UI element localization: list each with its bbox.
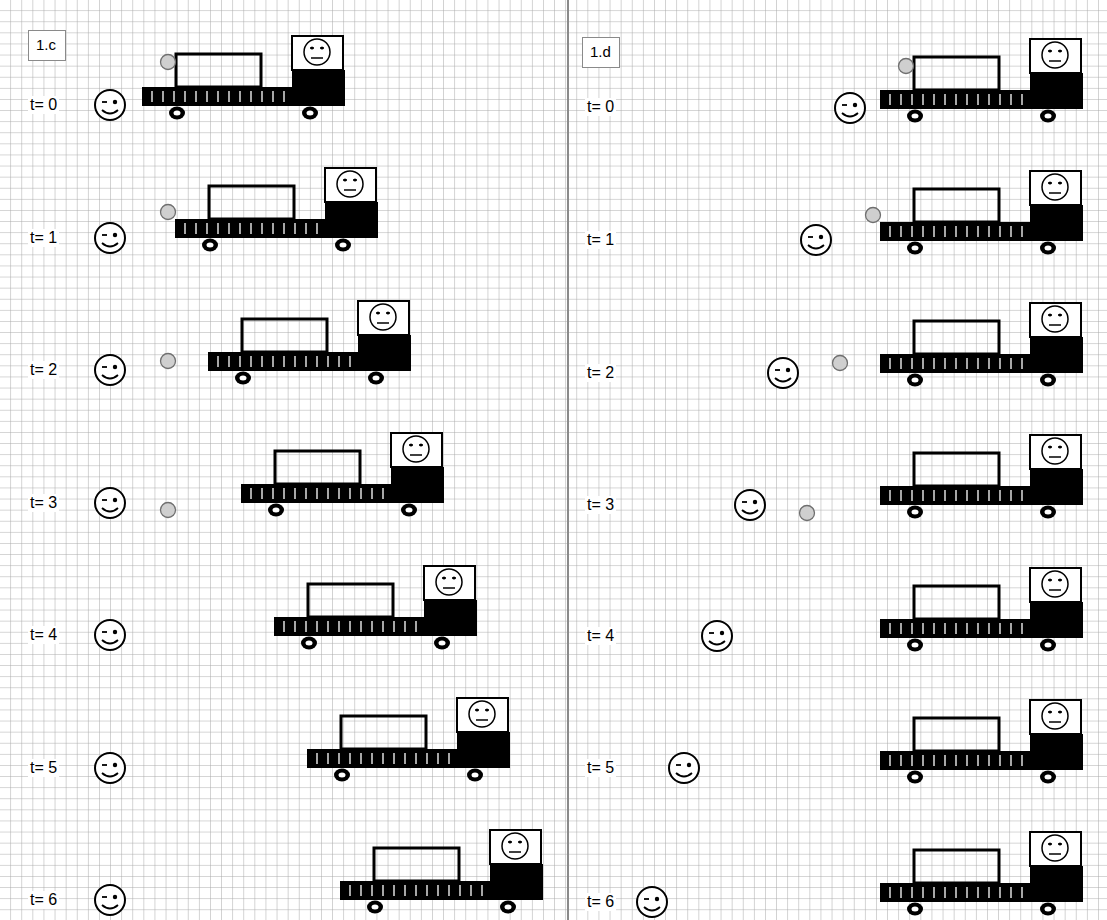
observer-face — [735, 490, 765, 520]
ball — [161, 205, 176, 220]
truck — [880, 171, 1083, 255]
observer-face — [801, 225, 831, 255]
truck — [241, 433, 444, 517]
observer-face — [95, 488, 125, 518]
time-label: t= 6 — [28, 891, 59, 909]
truck — [880, 39, 1083, 123]
ball — [833, 356, 848, 371]
truck — [175, 168, 378, 252]
panel-tag-text: 1.c — [36, 36, 56, 54]
ball — [866, 208, 881, 223]
observer-face — [95, 753, 125, 783]
time-label: t= 5 — [585, 759, 616, 777]
time-label: t= 4 — [585, 627, 616, 645]
observer-face — [95, 223, 125, 253]
ball — [161, 354, 176, 369]
panel-tag: 1.d — [582, 37, 620, 68]
ball — [899, 59, 914, 74]
truck — [307, 698, 510, 782]
truck — [340, 830, 543, 914]
truck — [880, 700, 1083, 784]
truck — [208, 301, 411, 385]
time-label: t= 3 — [585, 496, 616, 514]
observer-face — [95, 885, 125, 915]
observer-face — [637, 887, 667, 917]
panel-divider — [567, 0, 569, 920]
time-label: t= 1 — [28, 229, 59, 247]
time-label: t= 1 — [585, 231, 616, 249]
truck — [880, 435, 1083, 519]
time-label: t= 0 — [28, 96, 59, 114]
ball — [161, 55, 176, 70]
time-label: t= 2 — [28, 361, 59, 379]
ball — [800, 506, 815, 521]
truck — [880, 832, 1083, 916]
time-label: t= 6 — [585, 893, 616, 911]
truck — [880, 568, 1083, 652]
truck — [880, 303, 1083, 387]
time-label: t= 5 — [28, 759, 59, 777]
panel-tag: 1.c — [28, 30, 66, 61]
panel-tag-text: 1.d — [590, 43, 611, 61]
truck — [274, 566, 477, 650]
time-label: t= 2 — [585, 364, 616, 382]
observer-face — [768, 358, 798, 388]
time-label: t= 3 — [28, 494, 59, 512]
observer-face — [669, 753, 699, 783]
truck — [142, 36, 345, 120]
time-label: t= 4 — [28, 626, 59, 644]
observer-face — [95, 90, 125, 120]
observer-face — [835, 93, 865, 123]
observer-face — [95, 620, 125, 650]
time-label: t= 0 — [585, 98, 616, 116]
ball — [161, 503, 176, 518]
observer-face — [95, 355, 125, 385]
observer-face — [702, 621, 732, 651]
